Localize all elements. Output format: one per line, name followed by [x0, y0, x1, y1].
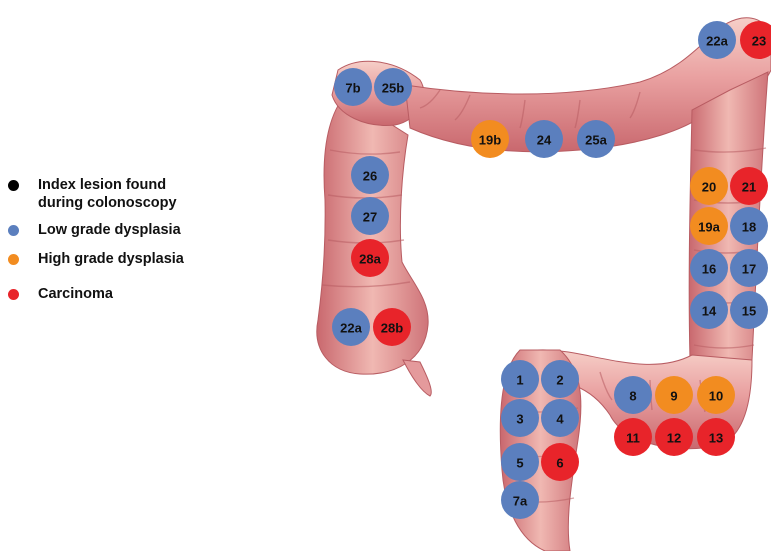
legend-item-index-lesion: Index lesion found during colonoscopy — [8, 176, 177, 212]
lesion-marker-label: 11 — [626, 431, 640, 446]
lesion-marker-9: 9 — [655, 376, 693, 414]
lesion-marker-label: 12 — [667, 431, 681, 446]
lesion-marker-label: 1 — [516, 373, 523, 388]
lesion-marker-label: 25a — [585, 133, 607, 148]
lesion-marker-label: 19a — [698, 220, 720, 235]
lesion-marker-11: 11 — [614, 418, 652, 456]
lesion-marker-17: 17 — [730, 249, 768, 287]
lesion-marker-27: 27 — [351, 197, 389, 235]
lesion-marker-22a: 22a — [332, 308, 370, 346]
lesion-marker-label: 26 — [363, 169, 377, 184]
legend-label-low-grade: Low grade dysplasia — [38, 221, 181, 239]
lesion-marker-26: 26 — [351, 156, 389, 194]
lesion-marker-15: 15 — [730, 291, 768, 329]
lesion-marker-label: 4 — [556, 412, 564, 427]
lesion-marker-label: 25b — [382, 81, 404, 96]
legend-dot-carcinoma — [8, 289, 19, 300]
lesion-marker-3: 3 — [501, 399, 539, 437]
lesion-marker-label: 18 — [742, 220, 756, 235]
lesion-marker-19a: 19a — [690, 207, 728, 245]
lesion-marker-label: 28a — [359, 252, 381, 267]
legend-label-carcinoma: Carcinoma — [38, 285, 113, 303]
lesion-marker-label: 13 — [709, 431, 723, 446]
legend-item-low-grade: Low grade dysplasia — [8, 221, 181, 239]
lesion-marker-2: 2 — [541, 360, 579, 398]
lesion-marker-25a: 25a — [577, 120, 615, 158]
legend-item-high-grade: High grade dysplasia — [8, 250, 184, 268]
lesion-marker-22a: 22a — [698, 21, 736, 59]
lesion-marker-label: 2 — [556, 373, 563, 388]
lesion-marker-label: 7a — [513, 494, 528, 509]
lesion-marker-19b: 19b — [471, 120, 509, 158]
legend-dot-index — [8, 180, 19, 191]
lesion-marker-label: 6 — [556, 456, 563, 471]
lesion-marker-label: 16 — [702, 262, 716, 277]
lesion-marker-label: 19b — [479, 133, 501, 148]
lesion-marker-label: 14 — [702, 304, 717, 319]
lesion-marker-label: 5 — [516, 456, 523, 471]
lesion-marker-label: 22a — [706, 34, 728, 49]
lesion-marker-28a: 28a — [351, 239, 389, 277]
lesion-marker-label: 17 — [742, 262, 756, 277]
legend-label-index-lesion: Index lesion found during colonoscopy — [38, 176, 177, 212]
lesion-marker-20: 20 — [690, 167, 728, 205]
lesion-marker-label: 22a — [340, 321, 362, 336]
legend-label-high-grade: High grade dysplasia — [38, 250, 184, 268]
lesion-marker-label: 20 — [702, 180, 716, 195]
lesion-marker-label: 28b — [381, 321, 403, 336]
legend-dot-high — [8, 254, 19, 265]
lesion-marker-25b: 25b — [374, 68, 412, 106]
lesion-marker-6: 6 — [541, 443, 579, 481]
lesion-marker-13: 13 — [697, 418, 735, 456]
lesion-marker-16: 16 — [690, 249, 728, 287]
lesion-marker-21: 21 — [730, 167, 768, 205]
lesion-marker-24: 24 — [525, 120, 563, 158]
lesion-marker-label: 9 — [670, 389, 677, 404]
lesion-marker-label: 10 — [709, 389, 723, 404]
legend-dot-low — [8, 225, 19, 236]
lesion-marker-label: 21 — [742, 180, 756, 195]
lesion-marker-4: 4 — [541, 399, 579, 437]
lesion-marker-label: 8 — [629, 389, 636, 404]
lesion-marker-8: 8 — [614, 376, 652, 414]
legend-item-carcinoma: Carcinoma — [8, 285, 113, 303]
lesion-marker-label: 7b — [345, 81, 360, 96]
lesion-marker-18: 18 — [730, 207, 768, 245]
lesion-marker-7b: 7b — [334, 68, 372, 106]
lesion-marker-label: 27 — [363, 210, 377, 225]
lesion-marker-14: 14 — [690, 291, 728, 329]
lesion-marker-label: 15 — [742, 304, 756, 319]
lesion-marker-label: 23 — [752, 34, 766, 49]
lesion-marker-5: 5 — [501, 443, 539, 481]
lesion-marker-7a: 7a — [501, 481, 539, 519]
lesion-marker-1: 1 — [501, 360, 539, 398]
lesion-marker-10: 10 — [697, 376, 735, 414]
lesion-marker-28b: 28b — [373, 308, 411, 346]
lesion-marker-12: 12 — [655, 418, 693, 456]
lesion-marker-label: 3 — [516, 412, 523, 427]
lesion-marker-label: 24 — [537, 133, 552, 148]
